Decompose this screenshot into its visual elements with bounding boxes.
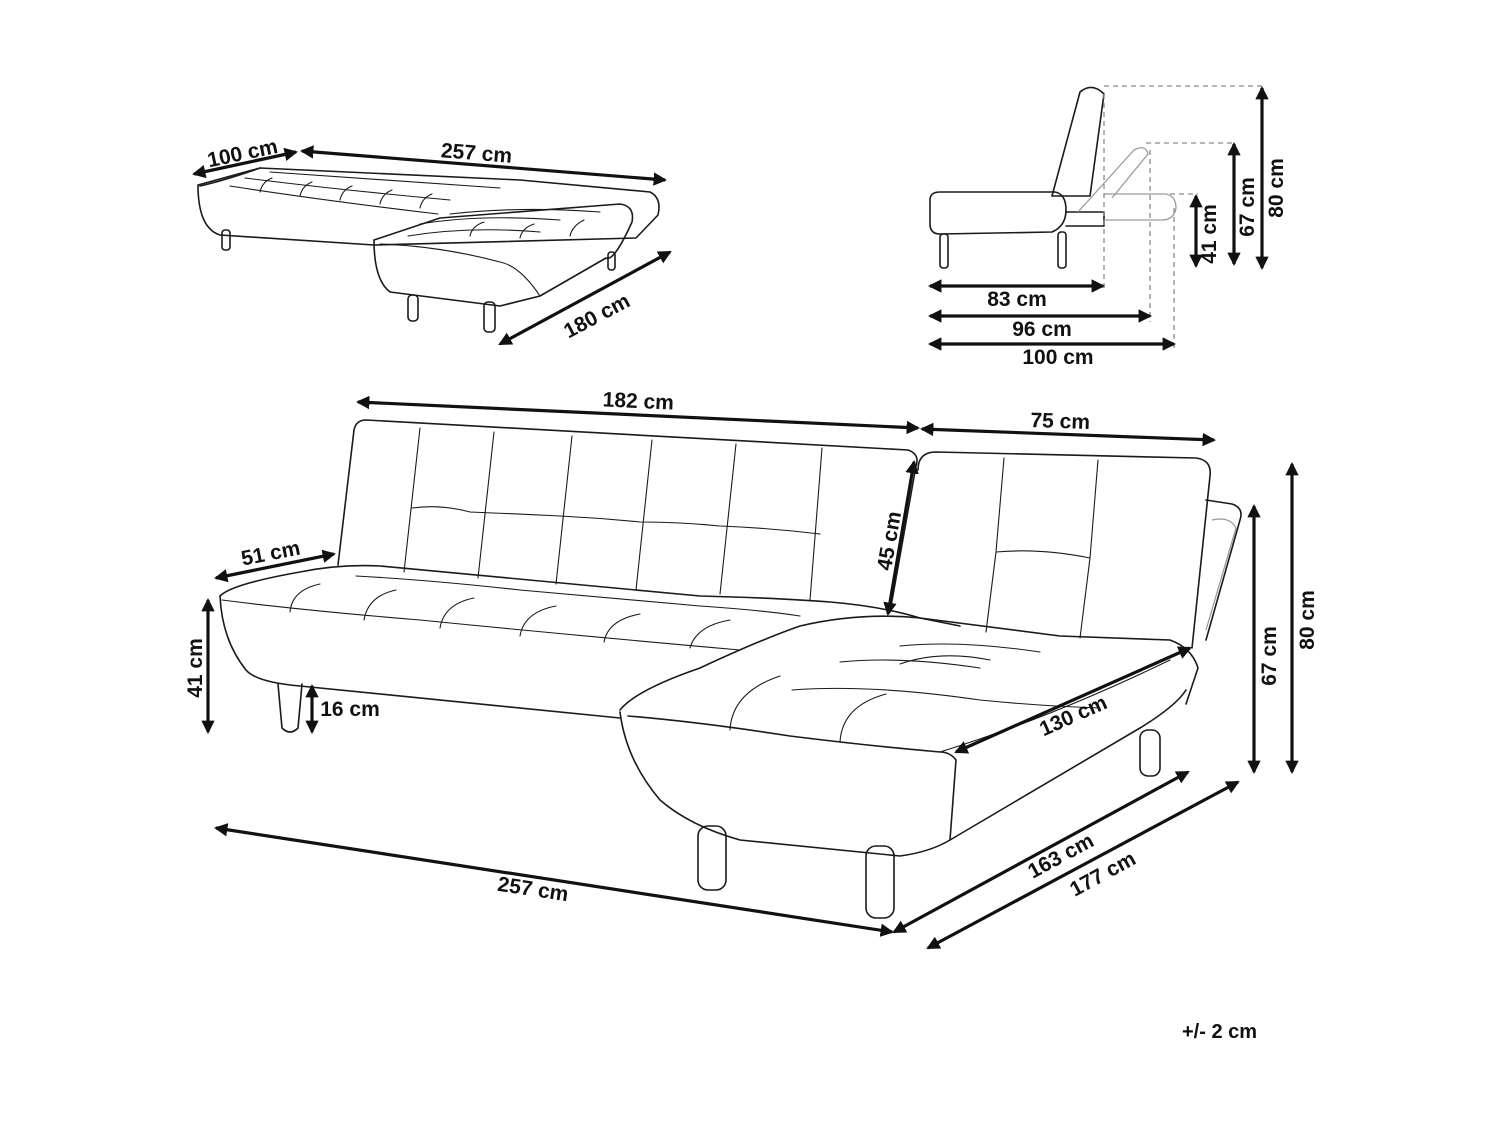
side-depth-upright-label: 83 cm: [987, 288, 1047, 311]
main-chaise-width-dimension: [919, 422, 1217, 447]
tolerance-note: +/- 2 cm: [1182, 1021, 1257, 1043]
top-left-depth-label: 100 cm: [205, 135, 279, 172]
side-profile-view: 80 cm 67 cm 41 cm 83 cm 96 cm 100 cm: [927, 85, 1288, 369]
side-height-mid-label: 67 cm: [1236, 177, 1259, 237]
main-sofa-width-dimension: [355, 395, 921, 435]
main-chaise-length-outer-dimension: [926, 780, 1240, 950]
main-height-total-label: 80 cm: [1296, 590, 1319, 650]
main-back-height-dimension: [883, 460, 919, 616]
main-chaise-length-inner-dimension: [892, 770, 1190, 934]
main-seat-depth-dimension: [214, 549, 336, 583]
top-left-depth-dimension: [192, 147, 298, 179]
main-height-mid-label: 67 cm: [1258, 626, 1281, 686]
side-depth-mid-label: 96 cm: [1012, 318, 1072, 341]
main-back-height-label: 45 cm: [873, 510, 906, 573]
top-left-width-label: 257 cm: [440, 139, 513, 168]
top-left-chaise-dimension: [498, 250, 672, 346]
main-total-width-dimension: [214, 823, 894, 937]
main-total-width-label: 257 cm: [496, 873, 570, 906]
main-leg-height-label: 16 cm: [320, 698, 380, 721]
side-height-back-label: 80 cm: [1265, 158, 1288, 218]
main-sofa-width-label: 182 cm: [602, 388, 674, 414]
side-height-seat-label: 41 cm: [1198, 204, 1221, 264]
side-profile-outline: [929, 86, 1177, 269]
main-chaise-width-label: 75 cm: [1030, 409, 1090, 434]
main-sofa-view: 182 cm 75 cm 51 cm 45 cm 41 cm 16 cm 130…: [184, 388, 1319, 950]
main-chaise-seat-length-dimension: [954, 646, 1192, 754]
top-left-sofa-view: 100 cm 257 cm 180 cm: [192, 135, 672, 346]
side-profile-guides: [1103, 85, 1262, 348]
top-left-width-dimension: [299, 145, 668, 186]
top-left-chaise-label: 180 cm: [560, 289, 634, 343]
main-seat-height-label: 41 cm: [184, 638, 207, 698]
side-depth-flat-label: 100 cm: [1022, 346, 1093, 369]
